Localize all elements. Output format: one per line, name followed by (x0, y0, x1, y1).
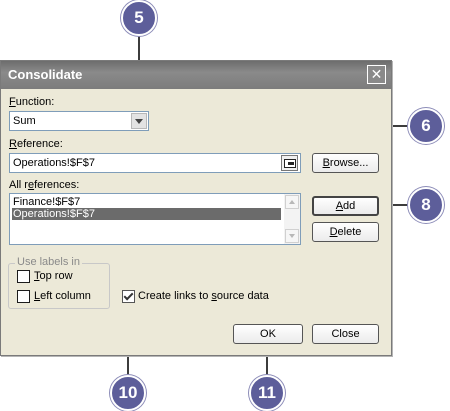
chevron-down-icon[interactable] (131, 113, 147, 129)
callout-11-leader (266, 340, 268, 378)
function-dropdown[interactable]: Sum (9, 111, 149, 131)
use-labels-group-title: Use labels in (15, 256, 82, 268)
scroll-up-icon[interactable] (285, 195, 299, 209)
reference-value: Operations!$F$7 (13, 157, 95, 169)
consolidate-dialog: Consolidate ✕ Function: Sum Reference: O… (0, 60, 392, 356)
list-item-selected[interactable]: Operations!$F$7 (12, 208, 281, 220)
function-value: Sum (13, 115, 36, 127)
callout-8: 8 (408, 187, 444, 223)
list-scrollbar[interactable] (284, 194, 300, 244)
add-button[interactable]: Add (312, 196, 379, 216)
browse-button[interactable]: Browse... (312, 153, 379, 173)
list-item[interactable]: Finance!$F$7 (13, 196, 81, 208)
create-links-label[interactable]: Create links to source data (138, 290, 269, 302)
left-column-label[interactable]: Left column (34, 290, 91, 302)
delete-button[interactable]: Delete (312, 222, 379, 242)
left-column-checkbox[interactable] (17, 290, 30, 303)
function-label: Function: (9, 96, 55, 108)
scroll-down-icon[interactable] (285, 229, 299, 243)
all-references-list[interactable]: Finance!$F$7 Operations!$F$7 (9, 193, 301, 245)
create-links-checkbox[interactable] (122, 290, 135, 303)
top-row-checkbox[interactable] (17, 270, 30, 283)
top-row-label[interactable]: Top row (34, 270, 73, 282)
all-references-label: All references: (9, 179, 80, 191)
use-labels-group: Use labels in (8, 256, 110, 309)
callout-5: 5 (121, 0, 157, 36)
callout-11: 11 (249, 375, 285, 411)
callout-6: 6 (408, 108, 444, 144)
callout-10: 10 (110, 375, 146, 411)
close-icon[interactable]: ✕ (367, 65, 386, 84)
dialog-title: Consolidate (8, 67, 83, 82)
collapse-dialog-icon[interactable] (281, 155, 298, 171)
close-button[interactable]: Close (312, 324, 379, 344)
callout-8-leader (382, 204, 418, 206)
title-bar: Consolidate ✕ (1, 61, 391, 89)
reference-input[interactable]: Operations!$F$7 (9, 153, 301, 173)
reference-label: Reference: (9, 138, 63, 150)
ok-button[interactable]: OK (233, 324, 303, 344)
